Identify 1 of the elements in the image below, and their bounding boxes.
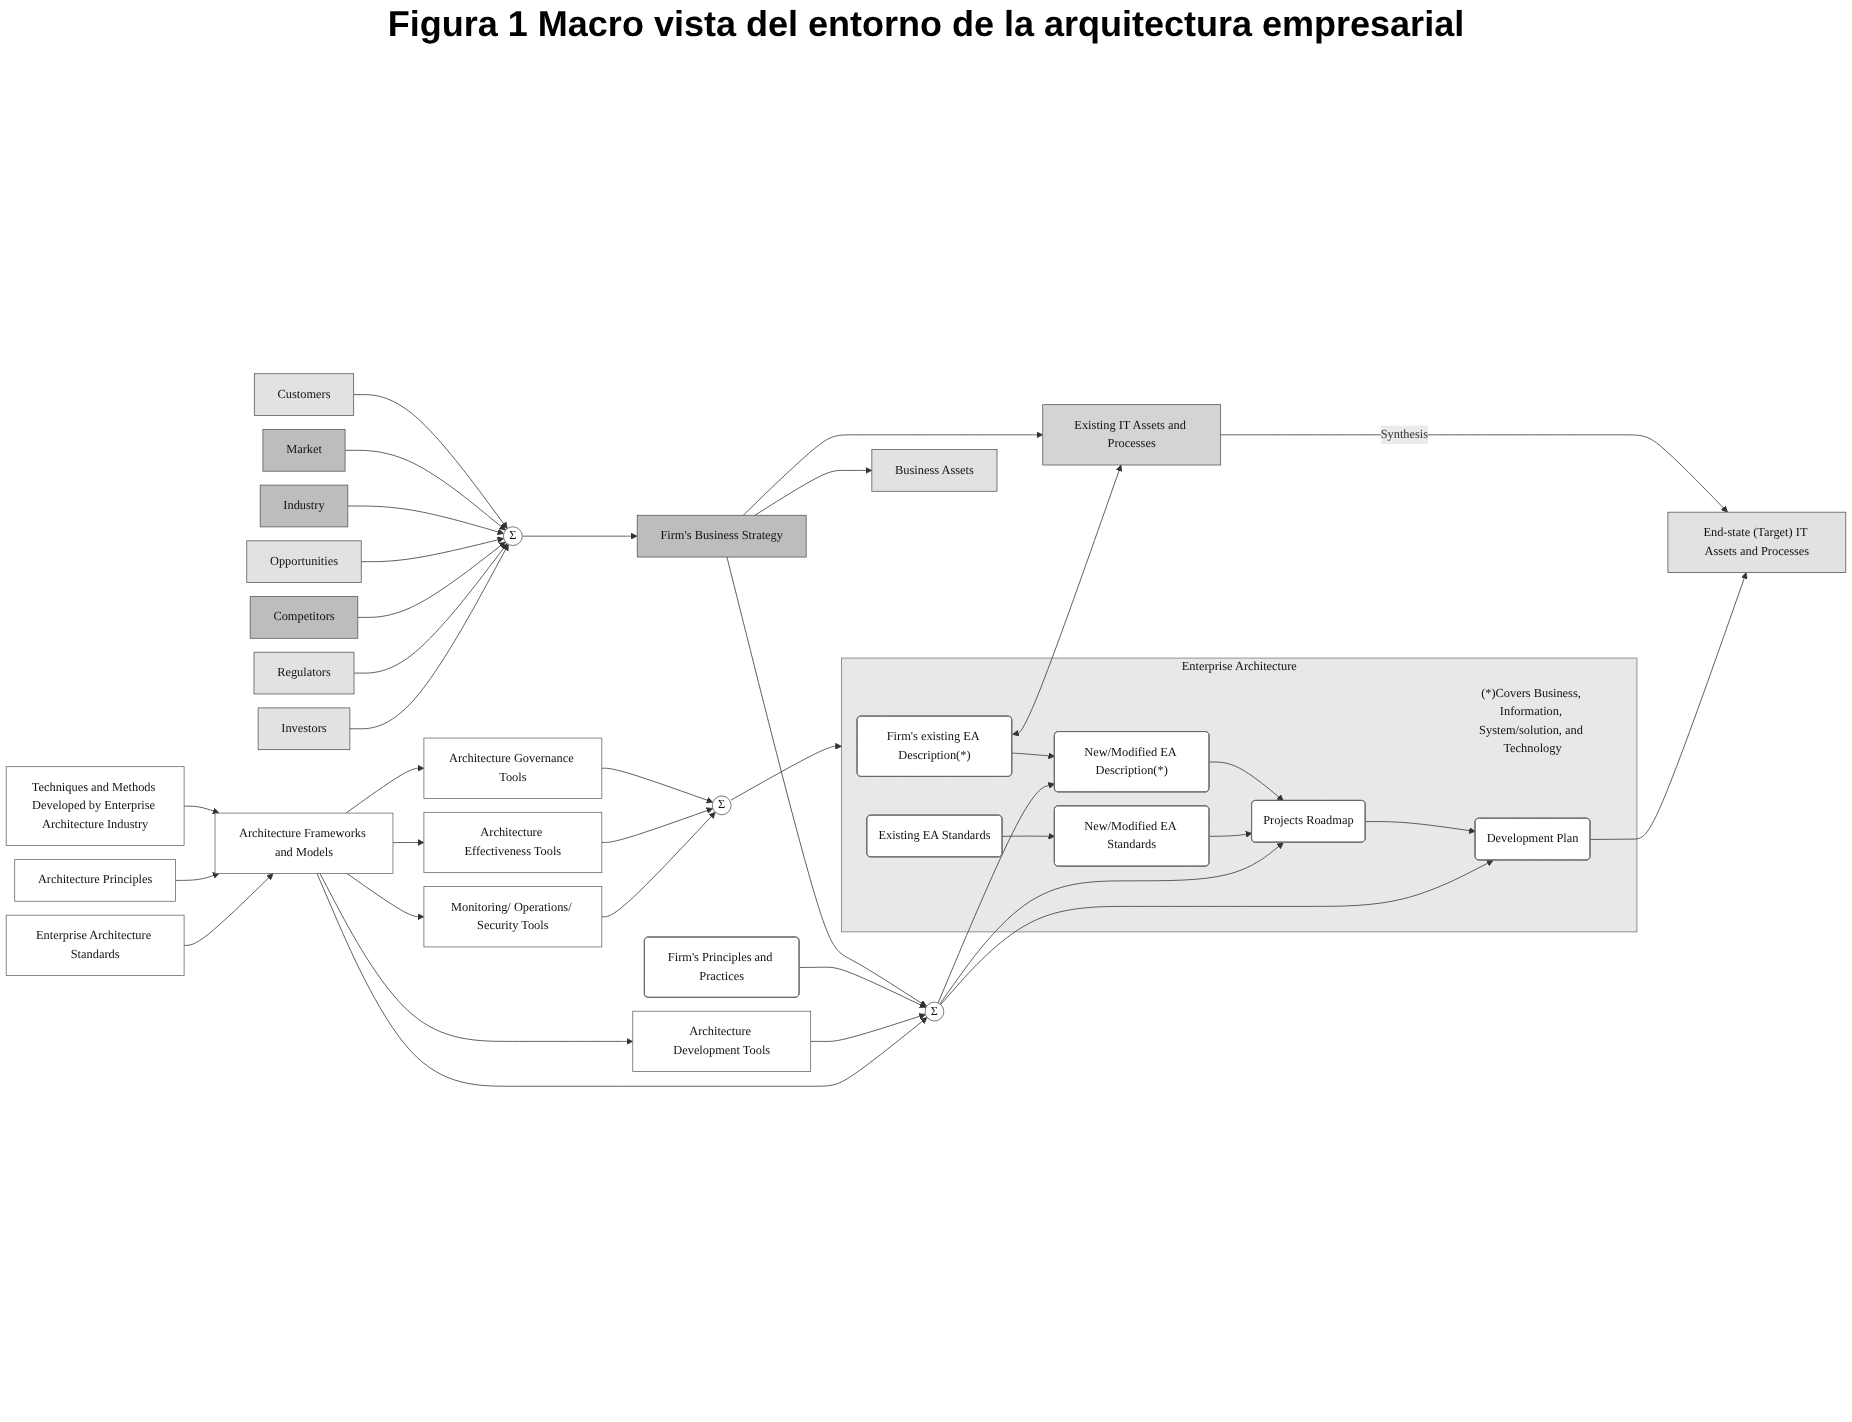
figure-title: Figura 1 Macro vista del entorno de la arquitectura empresarial — [385, 4, 1467, 46]
